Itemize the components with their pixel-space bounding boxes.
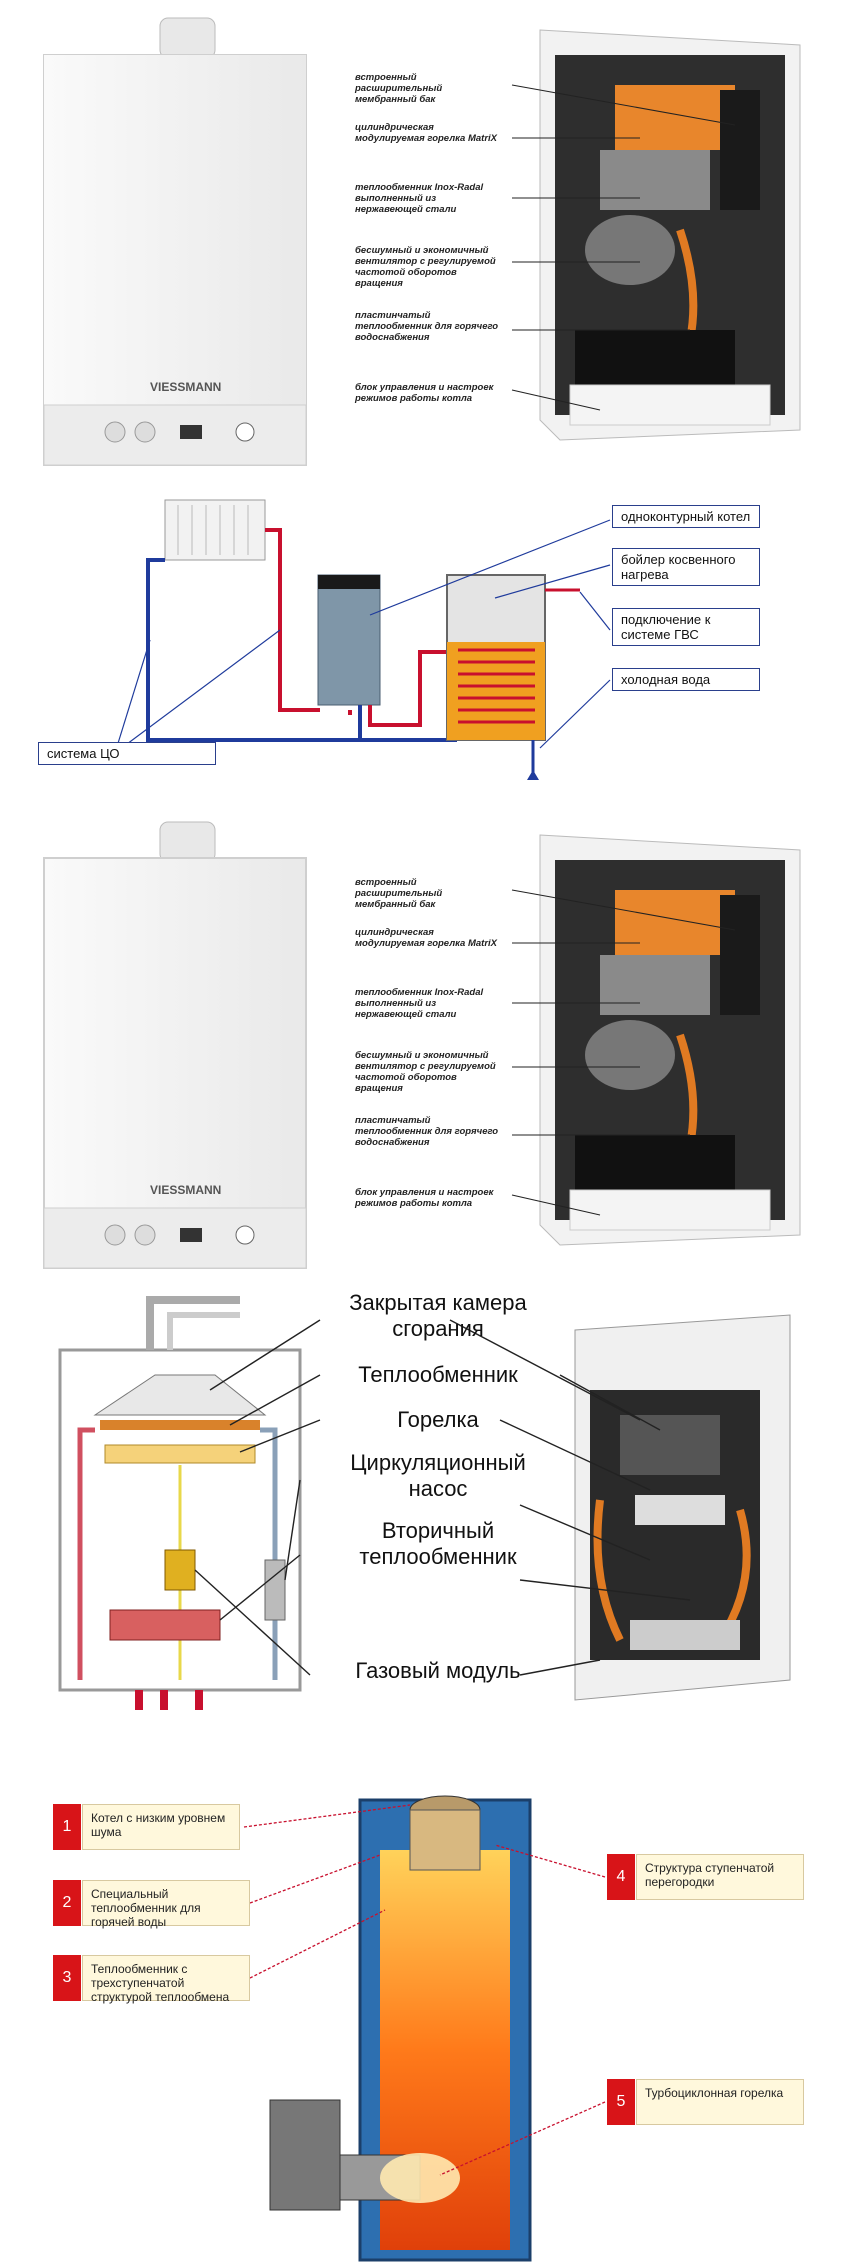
label-dhw-connection: подключение к системе ГВС — [612, 608, 760, 646]
components-diagram — [58, 1296, 791, 1710]
boiler-section-2: VIESSMANN встроенный расширительный мемб… — [0, 810, 850, 1280]
label-burner: Горелка — [397, 1407, 479, 1432]
callout-control-unit-2: блок управления и настроек режимов работ… — [355, 1187, 494, 1209]
badge-4: 4 — [607, 1854, 635, 1900]
callout-plate-exchanger: пластинчатый теплообменник для горячего … — [355, 310, 499, 343]
label-single-circuit-boiler: одноконтурный котел — [612, 505, 760, 528]
boiler-section-1: VIESSMANN встроенный расширительный мемб… — [0, 0, 850, 480]
callout-expansion-tank: встроенный расширительный мембранный бак — [355, 72, 443, 105]
label-heating-system: система ЦО — [38, 742, 216, 765]
callout-plate-exchanger-2: пластинчатый теплообменник для горячего … — [355, 1115, 499, 1148]
badge-3-text: Теплообменник с трехступенчатой структур… — [82, 1955, 250, 2004]
callout-control-unit: блок управления и настроек режимов работ… — [355, 382, 494, 404]
callout-burner: цилиндрическая модулируемая горелка Matr… — [355, 122, 498, 144]
badge-3: 3 — [53, 1955, 81, 2001]
label-heat-exchanger: Теплообменник — [358, 1362, 518, 1387]
badge-5: 5 — [607, 2079, 635, 2125]
badge-1: 1 — [53, 1804, 81, 1850]
flame-diagram — [243, 1795, 606, 2262]
badge-4-text: Структура ступенчатой перегородки — [636, 1854, 804, 1900]
label-circulation-pump: Циркуляционный насос — [350, 1450, 526, 1501]
label-indirect-boiler: бойлер косвенного нагрева — [612, 548, 760, 586]
label-secondary-heat-exchanger: Вторичный теплообменник — [359, 1518, 517, 1569]
boiler-1-brand: VIESSMANN — [150, 380, 222, 394]
badge-2-text: Специальный теплообменник для горячей во… — [82, 1880, 250, 1929]
label-closed-combustion-chamber: Закрытая камера сгорания — [349, 1290, 527, 1341]
callout-burner-2: цилиндрическая модулируемая горелка Matr… — [355, 927, 498, 949]
badge-2: 2 — [53, 1880, 81, 1926]
heating-scheme-diagram — [114, 499, 611, 780]
callout-heat-exchanger-2: теплообменник Inox-Radal выполненный из … — [355, 987, 484, 1020]
callout-fan: бесшумный и экономичный вентилятор с рег… — [355, 245, 496, 289]
flame-section: 1 Котел с низким уровнем шума 2 Специаль… — [0, 1760, 850, 2262]
badge-5-text: Турбоциклонная горелка — [636, 2079, 804, 2125]
callout-fan-2: бесшумный и экономичный вентилятор с рег… — [355, 1050, 496, 1094]
components-section: Закрытая камера сгорания Теплообменник Г… — [0, 1280, 850, 1760]
boiler-1-illustration — [43, 17, 801, 466]
heating-scheme-section: одноконтурный котел бойлер косвенного на… — [0, 480, 850, 810]
boiler-2-brand: VIESSMANN — [150, 1183, 222, 1197]
label-cold-water: холодная вода — [612, 668, 760, 691]
badge-1-text: Котел с низким уровнем шума — [82, 1804, 240, 1850]
callout-expansion-tank-2: встроенный расширительный мембранный бак — [355, 877, 443, 910]
label-gas-module: Газовый модуль — [355, 1658, 521, 1683]
callout-heat-exchanger: теплообменник Inox-Radal выполненный из … — [355, 182, 484, 215]
boiler-2-illustration — [43, 821, 801, 1269]
